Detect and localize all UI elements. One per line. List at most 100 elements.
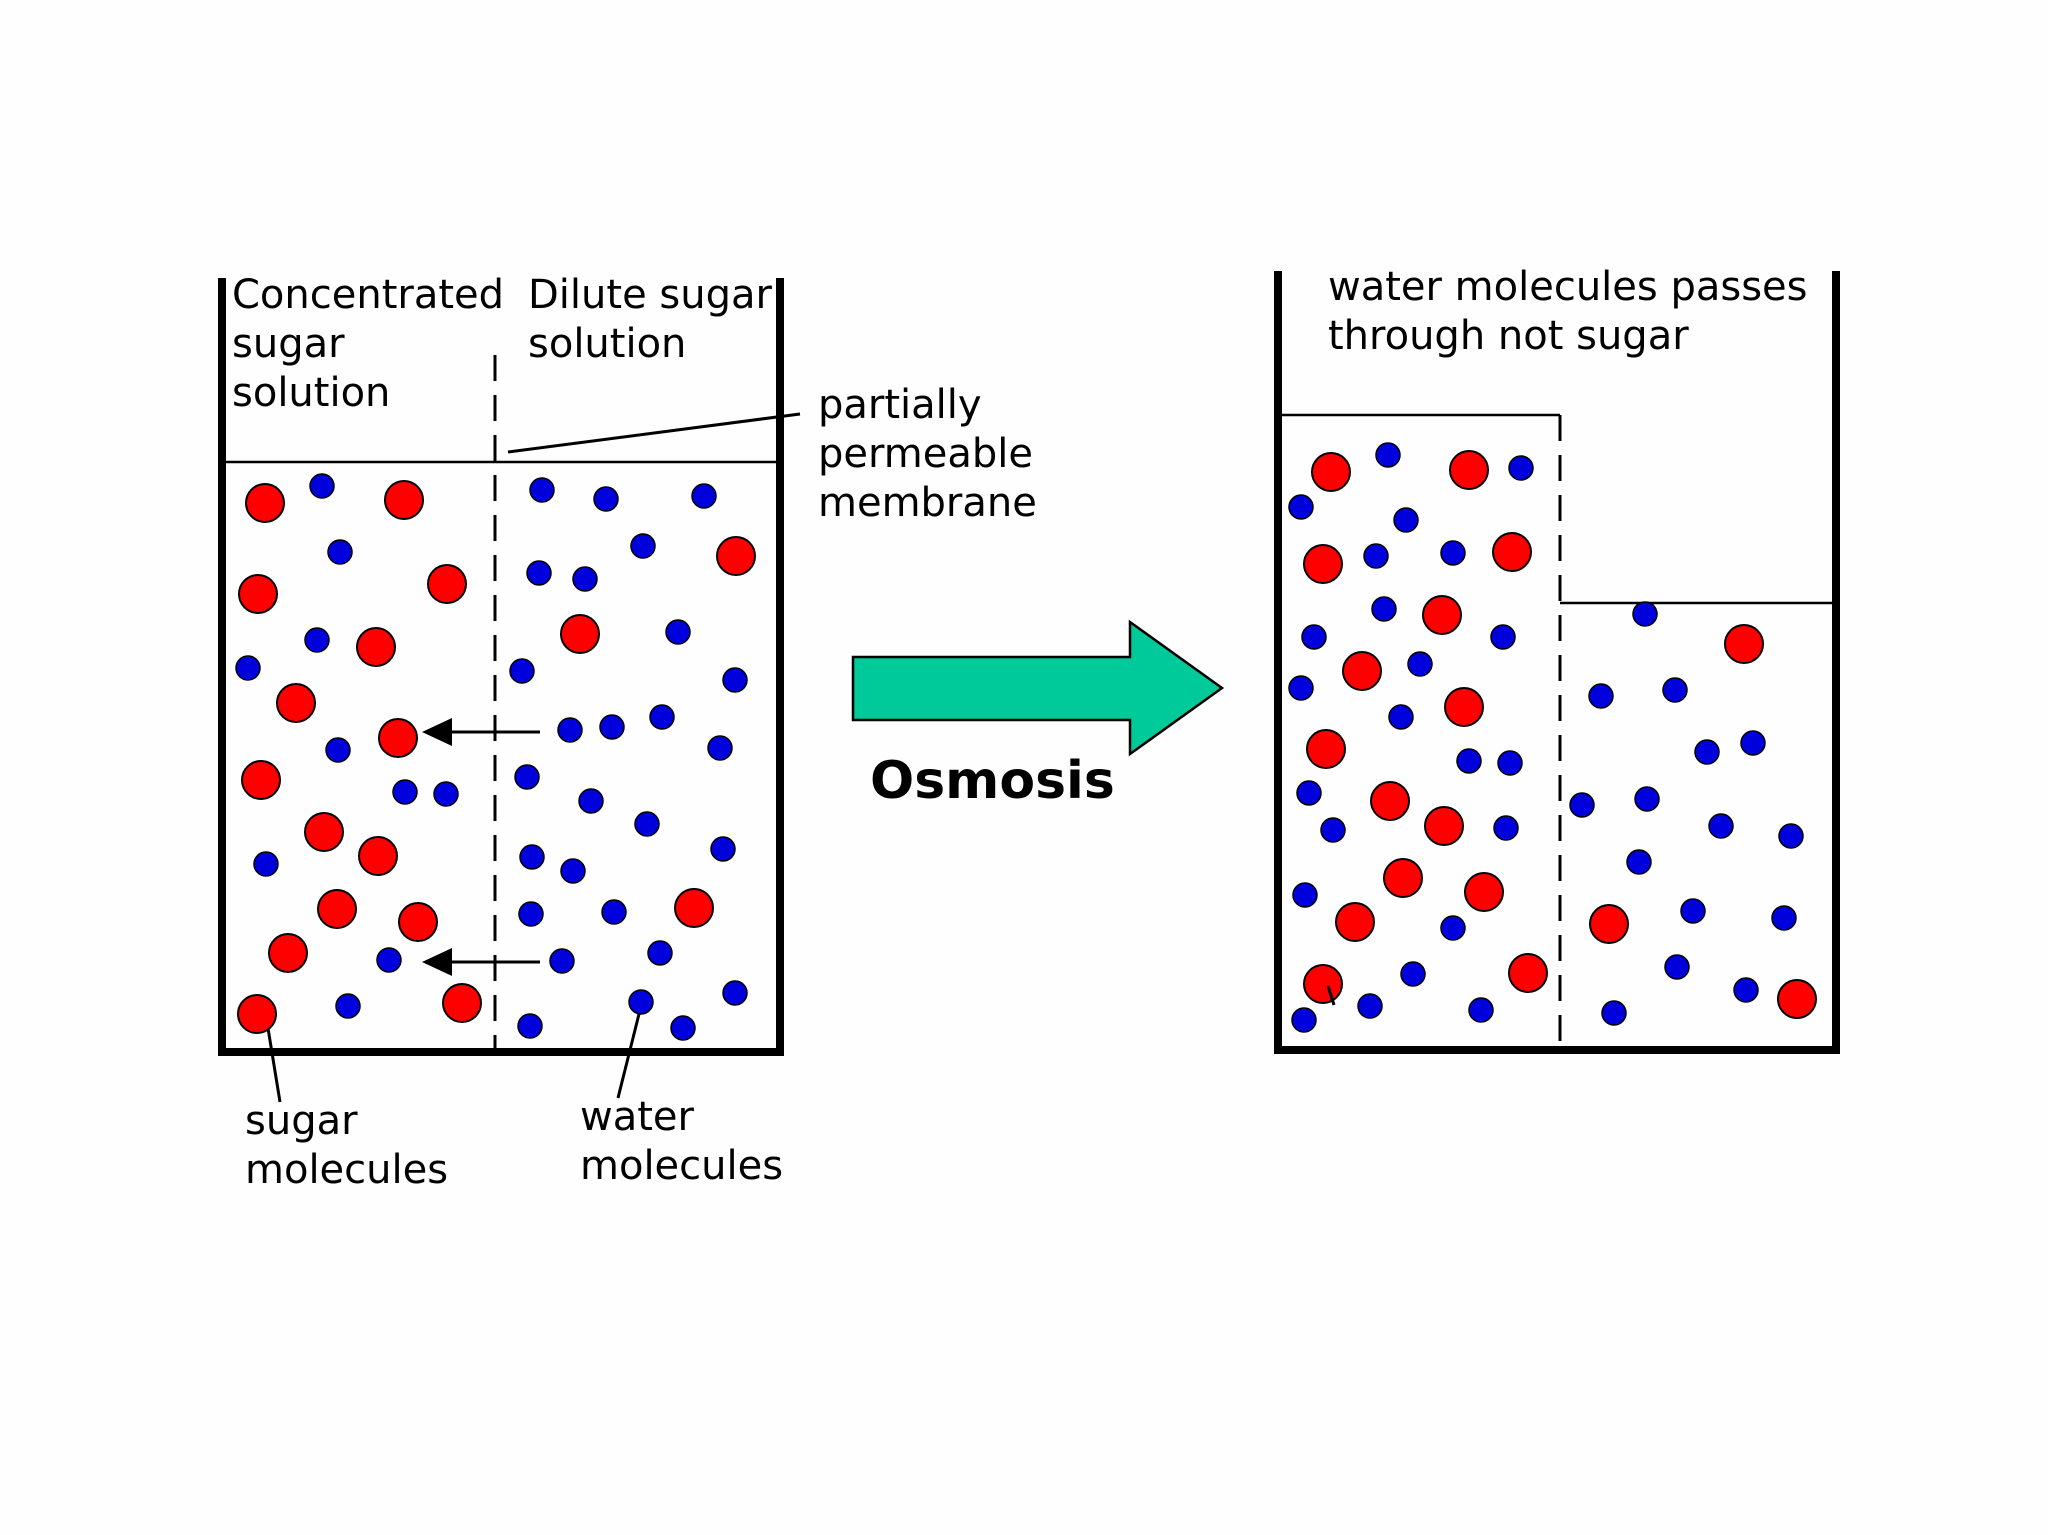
water-molecule	[335, 993, 361, 1019]
water-molecule	[1292, 882, 1318, 908]
sugar-molecule	[317, 889, 357, 929]
water-flow-arrow-upper	[422, 718, 540, 746]
water-molecule	[1407, 651, 1433, 677]
water-molecule	[1733, 977, 1759, 1003]
water-molecule	[1634, 786, 1660, 812]
water-molecule	[710, 836, 736, 862]
water-molecule	[665, 619, 691, 645]
sugar-molecule	[1589, 904, 1629, 944]
water-molecule	[519, 844, 545, 870]
sugar-molecule	[276, 683, 316, 723]
water-molecule	[593, 486, 619, 512]
water-molecule	[1771, 905, 1797, 931]
left-sugar-molecules	[237, 480, 756, 1034]
water-molecule	[1375, 442, 1401, 468]
water-molecule	[1468, 997, 1494, 1023]
label-concentrated: Concentrated sugar solution	[232, 272, 517, 416]
sugar-molecule	[1342, 651, 1382, 691]
water-molecule	[1497, 750, 1523, 776]
sugar-molecule	[241, 760, 281, 800]
sugar-molecule	[1464, 872, 1504, 912]
right-beaker-walls	[1274, 271, 1840, 1054]
sugar-molecule	[1370, 781, 1410, 821]
osmosis-label: Osmosis	[870, 751, 1115, 811]
sugar-molecule	[398, 902, 438, 942]
osmosis-arrow-shape	[851, 619, 1225, 757]
sugar-molecule	[1492, 532, 1532, 572]
water-molecule	[392, 779, 418, 805]
water-molecule	[1371, 596, 1397, 622]
water-molecule	[514, 764, 540, 790]
left-beaker-walls	[218, 278, 784, 1056]
water-molecule	[376, 947, 402, 973]
water-molecule	[601, 899, 627, 925]
sugar-molecule	[1424, 806, 1464, 846]
water-molecule	[557, 717, 583, 743]
water-molecule	[1363, 543, 1389, 569]
sugar-molecule	[1311, 452, 1351, 492]
water-molecule	[1694, 739, 1720, 765]
sugar-leader-line	[265, 1021, 282, 1103]
water-molecule	[1400, 961, 1426, 987]
sugar-molecule	[674, 888, 714, 928]
water-molecule	[722, 667, 748, 693]
label-water-passes: water molecules passes through not sugar	[1328, 264, 1820, 359]
water-molecule	[1440, 540, 1466, 566]
membrane-leader-line	[507, 412, 801, 454]
water-molecule	[707, 735, 733, 761]
water-molecule	[235, 655, 261, 681]
sugar-molecule	[238, 574, 278, 614]
water-molecule	[647, 940, 673, 966]
water-molecule	[578, 788, 604, 814]
osmosis-arrow: Osmosis	[851, 619, 1225, 811]
water-molecule	[518, 901, 544, 927]
water-molecule	[1320, 817, 1346, 843]
sugar-molecule	[268, 933, 308, 973]
water-molecule	[649, 704, 675, 730]
sugar-molecule	[1508, 953, 1548, 993]
water-molecule	[526, 560, 552, 586]
water-molecule	[517, 1013, 543, 1039]
water-molecule	[572, 566, 598, 592]
sugar-molecule	[356, 627, 396, 667]
water-leader-line	[616, 1005, 643, 1099]
right-water-molecules	[1288, 442, 1804, 1033]
water-molecule	[560, 858, 586, 884]
sugar-molecule	[560, 614, 600, 654]
sugar-molecule	[237, 994, 277, 1034]
water-molecule	[670, 1015, 696, 1041]
water-molecule	[691, 483, 717, 509]
water-molecule	[1288, 675, 1314, 701]
water-molecule	[634, 811, 660, 837]
sugar-molecule	[358, 836, 398, 876]
water-molecule	[1680, 898, 1706, 924]
water-flow-arrow-lower	[422, 948, 540, 976]
water-molecule	[1456, 748, 1482, 774]
water-molecule	[1493, 815, 1519, 841]
sugar-molecule	[384, 480, 424, 520]
label-water-molecules: water molecules	[580, 1094, 783, 1189]
water-molecule	[1588, 683, 1614, 709]
sugar-molecule	[1724, 624, 1764, 664]
water-molecule	[1740, 730, 1766, 756]
water-molecule	[253, 851, 279, 877]
water-molecule	[304, 627, 330, 653]
sugar-molecule	[1306, 729, 1346, 769]
water-molecule	[1291, 1007, 1317, 1033]
water-molecule	[549, 948, 575, 974]
right-beaker: water molecules passes through not sugar	[1274, 264, 1840, 1054]
water-molecule	[630, 533, 656, 559]
water-molecule	[1508, 455, 1534, 481]
right-sugar-molecules	[1303, 450, 1817, 1019]
sugar-molecule	[442, 983, 482, 1023]
water-molecule	[1662, 677, 1688, 703]
sugar-molecule	[1335, 902, 1375, 942]
label-dilute: Dilute sugar solution	[528, 272, 785, 367]
water-molecule	[722, 980, 748, 1006]
sugar-molecule	[1383, 858, 1423, 898]
sugar-molecule	[1449, 450, 1489, 490]
sugar-molecule	[716, 536, 756, 576]
water-molecule	[628, 989, 654, 1015]
water-molecule	[327, 539, 353, 565]
